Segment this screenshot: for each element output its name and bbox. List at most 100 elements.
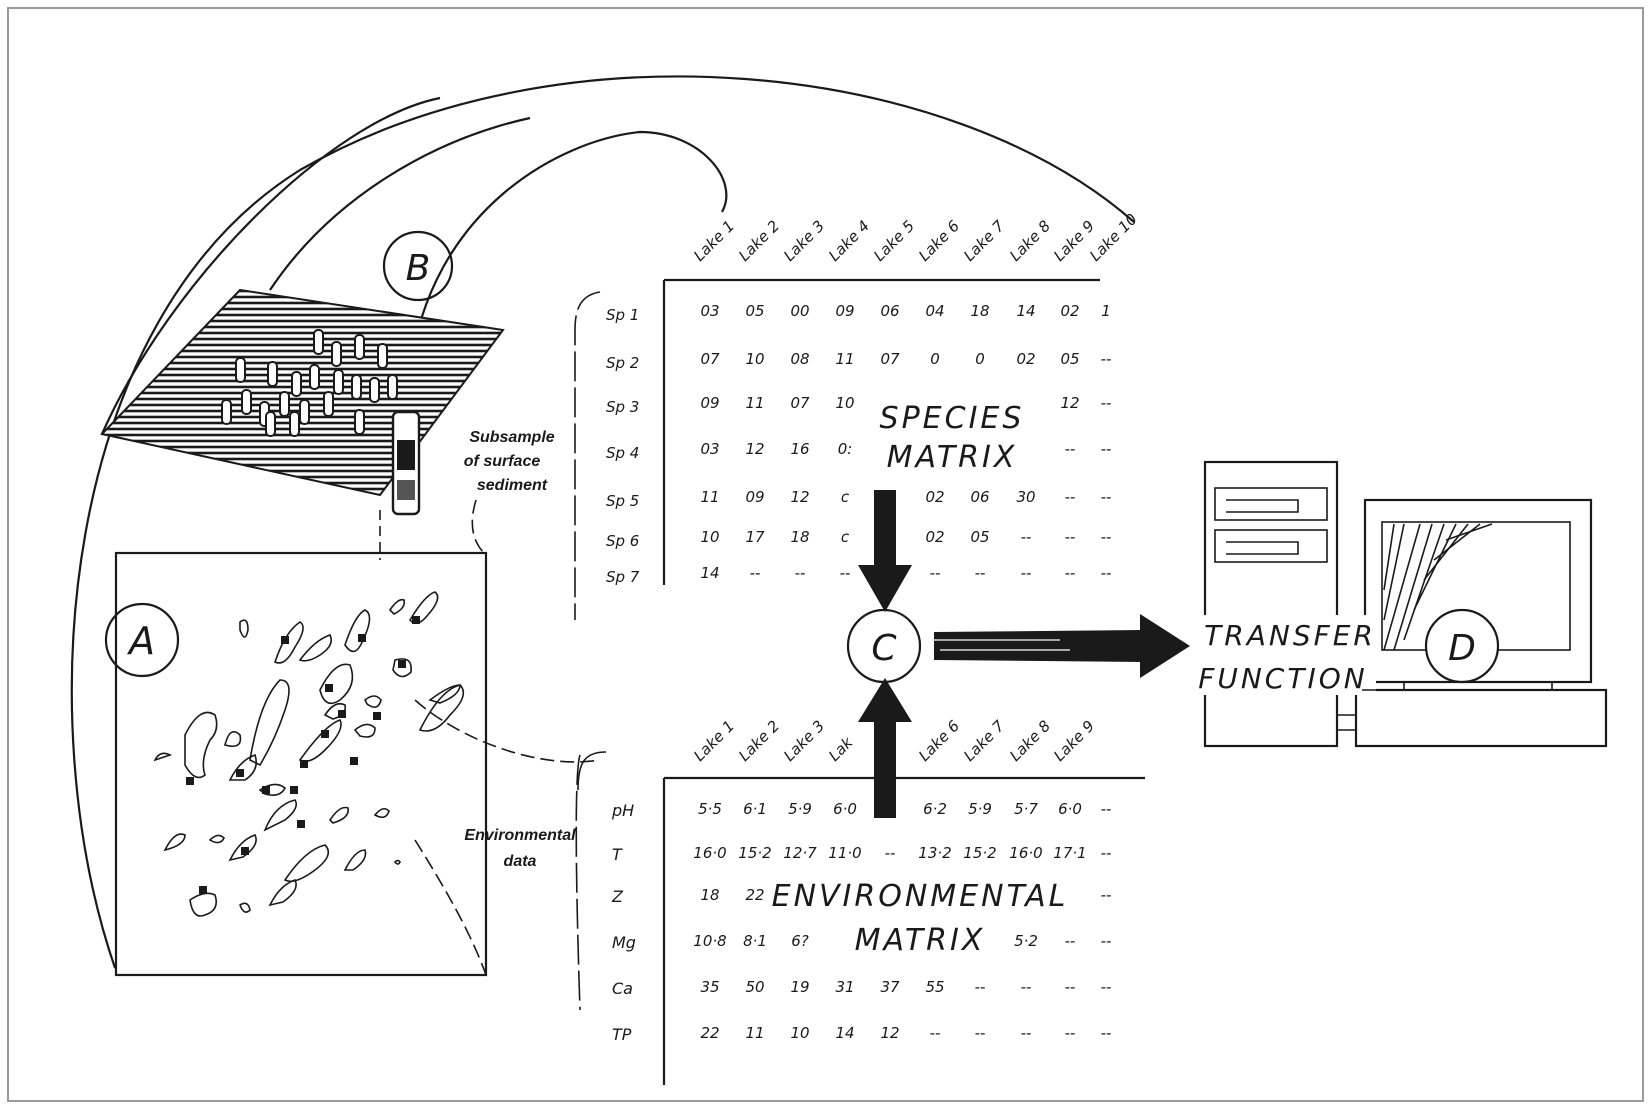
environmental-cell: 18 bbox=[700, 886, 719, 904]
environmental-cell: 10·8 bbox=[693, 932, 726, 950]
environmental-col-header: Lake 2 bbox=[735, 717, 783, 765]
species-cell: -- bbox=[1101, 528, 1112, 546]
svg-text:of surface: of surface bbox=[464, 453, 541, 470]
species-cell: -- bbox=[1065, 528, 1076, 546]
environmental-cell: 5·2 bbox=[1014, 932, 1038, 950]
sediment-cores bbox=[221, 329, 398, 437]
species-cell: 0: bbox=[838, 440, 853, 458]
species-cell: 03 bbox=[700, 302, 719, 320]
environmental-cell: 17·1 bbox=[1053, 844, 1086, 862]
species-cell: -- bbox=[1101, 350, 1112, 368]
species-cell: 02 bbox=[925, 488, 944, 506]
subsample-note: Subsample of surface sediment bbox=[464, 429, 555, 494]
environmental-cell: 16·0 bbox=[693, 844, 726, 862]
converging-arrows bbox=[858, 490, 912, 818]
environmental-row-label: Z bbox=[611, 887, 624, 906]
environmental-matrix-subtitle: MATRIX bbox=[855, 923, 986, 958]
species-cell: -- bbox=[1101, 488, 1112, 506]
environmental-cell: -- bbox=[1101, 800, 1112, 818]
environmental-col-header: Lake 7 bbox=[960, 717, 1008, 765]
species-cell: 02 bbox=[1060, 302, 1079, 320]
environmental-cell: 15·2 bbox=[963, 844, 996, 862]
species-cell: 17 bbox=[745, 528, 765, 546]
species-cell: 03 bbox=[700, 440, 719, 458]
species-cell: 09 bbox=[700, 394, 719, 412]
environmental-cell: 37 bbox=[880, 978, 900, 996]
lake-outlines bbox=[153, 591, 465, 917]
svg-text:Subsample: Subsample bbox=[469, 429, 554, 446]
species-row-label: Sp 6 bbox=[606, 532, 639, 550]
environmental-col-header: Lake 3 bbox=[780, 717, 828, 765]
species-row-label: Sp 5 bbox=[606, 492, 639, 510]
species-row-label: Sp 4 bbox=[606, 444, 639, 462]
environmental-cell: 6·0 bbox=[833, 800, 857, 818]
species-cell: -- bbox=[1065, 564, 1076, 582]
species-cell: -- bbox=[1065, 440, 1076, 458]
species-row-label: Sp 1 bbox=[606, 306, 639, 324]
environmental-col-header: Lake 1 bbox=[690, 717, 738, 765]
species-cell: -- bbox=[1065, 488, 1076, 506]
label-d: D bbox=[1448, 628, 1476, 669]
species-col-header: Lake 6 bbox=[915, 217, 963, 265]
species-cell: 14 bbox=[700, 564, 719, 582]
environmental-cell: 50 bbox=[745, 978, 764, 996]
species-cell: -- bbox=[930, 564, 941, 582]
species-cell: 11 bbox=[700, 488, 719, 506]
environmental-cell: 8·1 bbox=[743, 932, 767, 950]
environmental-cell: -- bbox=[1101, 886, 1112, 904]
species-cell: -- bbox=[840, 564, 851, 582]
species-matrix-subtitle: MATRIX bbox=[887, 440, 1018, 475]
transfer-line1: TRANSFER bbox=[1204, 619, 1376, 652]
label-a: A bbox=[126, 619, 155, 663]
species-cell: 12 bbox=[1060, 394, 1079, 412]
environmental-cell: 12 bbox=[880, 1024, 899, 1042]
species-cell: 11 bbox=[835, 350, 854, 368]
environmental-col-header: Lake 9 bbox=[1050, 717, 1098, 765]
environmental-note: Environmental data bbox=[464, 827, 576, 870]
environmental-cell: -- bbox=[975, 1024, 986, 1042]
environmental-cell: 6·0 bbox=[1058, 800, 1082, 818]
species-row-label: Sp 3 bbox=[606, 398, 639, 416]
species-cell: -- bbox=[1021, 564, 1032, 582]
species-cell: 0 bbox=[930, 350, 940, 368]
species-cell: 08 bbox=[790, 350, 809, 368]
species-cell: 18 bbox=[970, 302, 989, 320]
svg-text:sediment: sediment bbox=[477, 477, 548, 494]
species-cell: -- bbox=[1101, 394, 1112, 412]
environmental-cell: -- bbox=[885, 844, 896, 862]
transfer-line2: FUNCTION bbox=[1198, 662, 1367, 695]
species-cell: 0 bbox=[975, 350, 985, 368]
environmental-cell: 14 bbox=[835, 1024, 854, 1042]
connector-arcs bbox=[70, 75, 1135, 969]
species-cell: 1 bbox=[1101, 302, 1111, 320]
species-cell: -- bbox=[750, 564, 761, 582]
species-cell: 10 bbox=[835, 394, 854, 412]
species-cell: 02 bbox=[1016, 350, 1035, 368]
transfer-label-bg bbox=[1200, 615, 1376, 695]
species-cell: 14 bbox=[1016, 302, 1035, 320]
species-cell: 04 bbox=[925, 302, 944, 320]
species-cell: 18 bbox=[790, 528, 809, 546]
environmental-cell: 5·9 bbox=[968, 800, 992, 818]
environmental-cell: 6·2 bbox=[923, 800, 947, 818]
environmental-cell: 16·0 bbox=[1009, 844, 1042, 862]
environmental-cell: 11 bbox=[745, 1024, 764, 1042]
species-row-label: Sp 2 bbox=[606, 354, 639, 372]
species-cell: 09 bbox=[835, 302, 854, 320]
environmental-cell: 31 bbox=[835, 978, 854, 996]
environmental-cell: -- bbox=[1101, 932, 1112, 950]
species-cell: 09 bbox=[745, 488, 764, 506]
environmental-cell: 22 bbox=[700, 1024, 719, 1042]
environmental-row-label: pH bbox=[611, 801, 634, 820]
environmental-cell: 5·9 bbox=[788, 800, 812, 818]
species-col-header: Lake 7 bbox=[960, 217, 1008, 265]
sediment-panel: B bbox=[100, 230, 505, 516]
species-cell: 06 bbox=[880, 302, 899, 320]
environmental-col-header: Lake 8 bbox=[1006, 717, 1054, 765]
species-col-header: Lake 4 bbox=[825, 217, 873, 265]
environmental-cell: -- bbox=[1065, 932, 1076, 950]
